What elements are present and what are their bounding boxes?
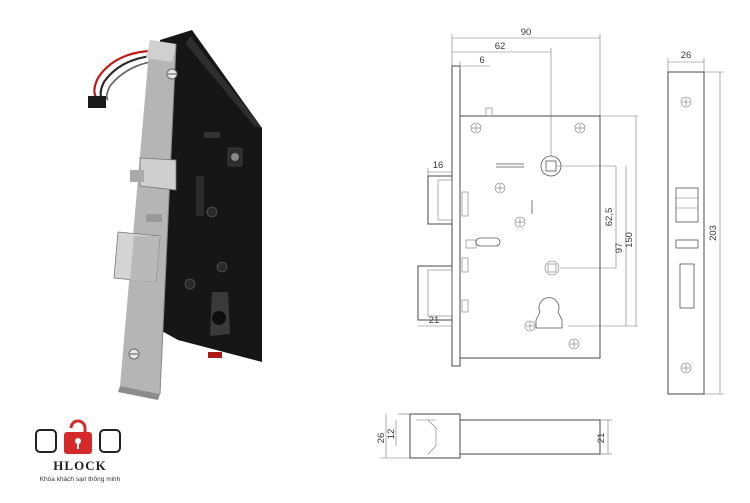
drawing-face-plate [667,58,724,395]
dim-label-90: 90 [521,27,532,38]
drawing-front-view [417,34,638,367]
dim-label-21-bottom: 21 [596,433,607,444]
dim-label-21: 21 [429,315,440,326]
dim-label-62-5: 62,5 [604,208,615,227]
brand-tagline: Khóa khách sạn thông minh [39,476,121,483]
dim-label-26-bottom: 26 [376,433,387,444]
cylinder-cutout [535,297,563,329]
lock-product-photo [88,30,262,400]
dim-label-6: 6 [479,55,484,66]
hlock-logo-icon [35,419,121,454]
brand-name: HLOCK [53,458,107,473]
wire-connector [88,96,106,108]
dim-label-62: 62 [495,41,506,52]
dim-label-26-face: 26 [681,50,692,61]
latch-top [139,157,177,191]
dim-label-203: 203 [708,225,719,241]
dim-label-150: 150 [624,232,635,248]
dim-label-16: 16 [433,160,444,171]
drawing-bottom-view [380,413,612,459]
dim-label-97: 97 [614,243,625,254]
dim-label-12: 12 [386,429,397,440]
